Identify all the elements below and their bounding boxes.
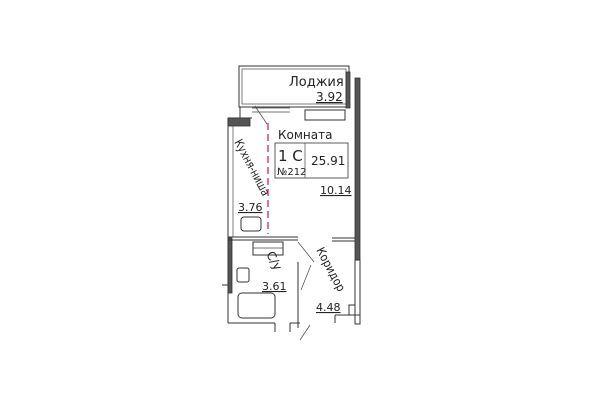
loggia-name: Лоджия [289,75,344,90]
exterior-wall-right-lower [354,259,361,325]
apartment-badge: 1 С №212 25.91 [274,142,349,179]
corridor-area: 4.48 [316,301,341,314]
kitchen-area: 3.76 [238,201,263,214]
room-area: 10.14 [320,184,352,197]
exterior-wall-right [354,77,361,261]
total-area: 25.91 [311,154,345,168]
room-name: Комната [278,128,332,142]
main-walls [222,117,360,341]
corridor-name: Коридор [313,245,348,294]
apartment-number: №212 [277,167,307,178]
kitchen-name: Кухня-ниша [231,137,272,198]
bathroom-area: 3.61 [262,280,287,293]
loggia [238,65,351,109]
loggia-area: 3.92 [316,90,343,104]
loggia-door [239,105,346,125]
apartment-type: 1 С [278,147,303,165]
